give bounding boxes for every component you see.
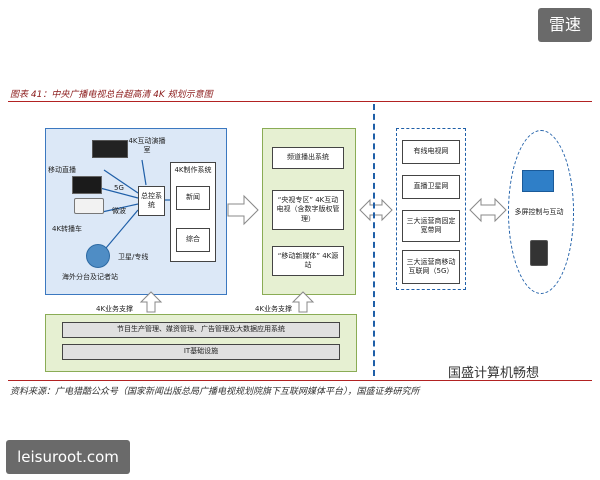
network-cable-tv: 有线电视网 <box>402 140 460 164</box>
tv-icon <box>522 170 554 192</box>
label-mobile-live: 移动直播 <box>48 166 76 174</box>
dashed-separator <box>373 104 375 376</box>
van-icon <box>74 198 104 214</box>
network-fixed-broadband: 三大运营商固定宽带网 <box>402 210 460 242</box>
title-rule <box>8 101 592 102</box>
cctv-zone-box: “央视专区” 4K互动电视（含数字版权管理） <box>272 190 344 230</box>
label-5g: 5G <box>114 184 124 192</box>
phone-icon <box>72 176 102 194</box>
label-4k-truck: 4K转播车 <box>52 225 83 233</box>
source-rule <box>8 380 592 381</box>
network-mobile-internet: 三大运营商移动互联网（5G） <box>402 250 460 284</box>
label-support-right: 4K业务支撑 <box>255 305 293 313</box>
globe-icon <box>86 244 110 268</box>
figure-title: 图表 41：中央广播电视总台超高清 4K 规划示意图 <box>10 90 213 100</box>
news-box: 新闻 <box>176 186 210 210</box>
master-control-box: 总控系统 <box>138 186 165 216</box>
label-support-left: 4K业务支撑 <box>96 305 134 313</box>
networks-group <box>396 128 466 290</box>
network-satellite: 直播卫星网 <box>402 175 460 199</box>
watermark-top: 雷速 <box>538 8 592 42</box>
it-infrastructure-row: IT基础设施 <box>62 344 340 360</box>
channel-broadcast-box: 频道播出系统 <box>272 147 344 169</box>
label-overseas: 海外分台及记者站 <box>62 273 118 281</box>
label-microwave: 微波 <box>112 207 126 215</box>
label-satellite: 卫星/专线 <box>118 253 149 261</box>
label-4k-studio: 4K互动演播室 <box>128 137 166 154</box>
studio-camera-icon <box>92 140 128 158</box>
new-media-box: “移动新媒体” 4K源站 <box>272 246 344 276</box>
brand-label: 国盛计算机畅想 <box>448 366 540 381</box>
management-systems-row: 节目生产管理、媒资管理、广告管理及大数据应用系统 <box>62 322 340 338</box>
comprehensive-box: 综合 <box>176 228 210 252</box>
terminal-ellipse <box>508 130 574 294</box>
watermark-bottom: leisuroot.com <box>6 440 130 474</box>
figure-source: 资料来源：广电猎酷公众号（国家新闻出版总局广播电视规划院旗下互联网媒体平台），国… <box>10 387 420 397</box>
mobile-device-icon <box>530 240 548 266</box>
label-multiscreen: 多屏控制与互动 <box>514 208 564 216</box>
